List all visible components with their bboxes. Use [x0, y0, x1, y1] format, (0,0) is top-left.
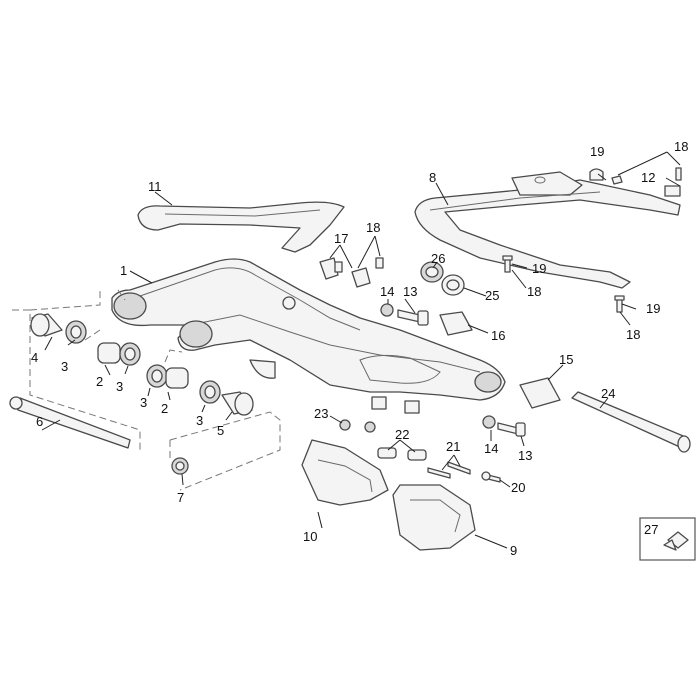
callout-3: 3 — [116, 379, 123, 394]
callout-11: 11 — [148, 179, 162, 194]
callout-1: 1 — [120, 263, 127, 278]
callout-19: 19 — [590, 144, 604, 159]
callout-15: 15 — [559, 352, 573, 367]
callout-3: 3 — [61, 359, 68, 374]
callout-22: 22 — [395, 427, 409, 442]
callout-13: 13 — [518, 448, 532, 463]
callout-26: 26 — [431, 251, 445, 266]
callout-27: 27 — [644, 522, 658, 537]
callout-12: 12 — [641, 170, 655, 185]
callout-3: 3 — [196, 413, 203, 428]
callout-2: 2 — [96, 374, 103, 389]
assembly-guide-lines — [12, 289, 281, 491]
callout-17: 17 — [334, 231, 348, 246]
callout-4: 4 — [31, 350, 38, 365]
callout-14: 14 — [380, 284, 394, 299]
callout-14: 14 — [484, 441, 498, 456]
chain-slider-part — [414, 171, 681, 289]
callout-labels: 1 2 2 3 3 3 3 4 5 6 7 8 9 10 11 12 13 13… — [31, 139, 688, 558]
callout-16: 16 — [491, 328, 505, 343]
callout-9: 9 — [510, 543, 517, 558]
callout-5: 5 — [217, 423, 224, 438]
callout-8: 8 — [429, 170, 436, 185]
callout-10: 10 — [303, 529, 317, 544]
callout-23: 23 — [314, 406, 328, 421]
callout-7: 7 — [177, 490, 184, 505]
callout-6: 6 — [36, 414, 43, 429]
chain-guide-parts — [301, 439, 476, 551]
callout-18: 18 — [674, 139, 688, 154]
callout-19: 19 — [646, 301, 660, 316]
callout-18: 18 — [527, 284, 541, 299]
hardware-parts — [319, 167, 691, 483]
callout-24: 24 — [601, 386, 615, 401]
callout-13: 13 — [403, 284, 417, 299]
left-pivot-parts — [9, 313, 254, 475]
callout-19: 19 — [532, 261, 546, 276]
callout-21: 21 — [446, 439, 460, 454]
chain-guard-upper-part — [137, 201, 345, 253]
callout-20: 20 — [511, 480, 525, 495]
callout-2: 2 — [161, 401, 168, 416]
callout-18: 18 — [366, 220, 380, 235]
callout-3: 3 — [140, 395, 147, 410]
part-27-inset-box — [639, 517, 696, 561]
swingarm-part — [111, 258, 506, 414]
callout-25: 25 — [485, 288, 499, 303]
callout-18: 18 — [626, 327, 640, 342]
leader-lines — [41, 151, 681, 549]
